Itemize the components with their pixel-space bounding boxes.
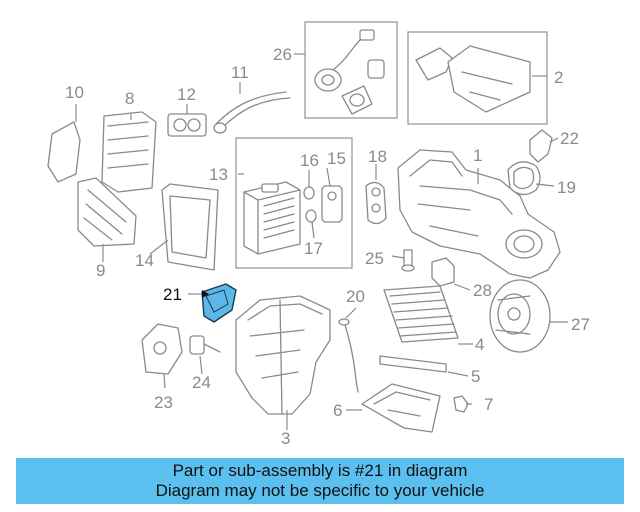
part-24-drawing [189, 335, 221, 355]
info-banner: Part or sub-assembly is #21 in diagram D… [16, 458, 624, 504]
callout-2: 2 [554, 68, 563, 87]
group-box-2 [407, 31, 548, 125]
banner-line-part-info: Part or sub-assembly is #21 in diagram [172, 461, 468, 480]
callout-10: 10 [65, 83, 84, 102]
part-23-drawing [141, 323, 183, 375]
callout-8: 8 [125, 89, 134, 108]
part-28-drawing [431, 257, 455, 287]
callout-7: 7 [484, 395, 493, 414]
callout-6: 6 [333, 401, 342, 420]
part-22-drawing [529, 129, 553, 163]
part-3-drawing [235, 295, 331, 415]
part-2-drawing [415, 45, 531, 113]
part-18-drawing [365, 181, 387, 225]
callout-22: 22 [560, 129, 579, 148]
callout-23: 23 [154, 393, 173, 412]
callout-27: 27 [571, 315, 590, 334]
callout-20: 20 [346, 287, 365, 306]
part-14-drawing [161, 183, 219, 271]
banner-line-disclaimer: Diagram may not be specific to your vehi… [155, 481, 485, 500]
callout-3: 3 [281, 429, 290, 448]
callout-17: 17 [304, 239, 323, 258]
part-20-drawing [343, 321, 359, 393]
callout-12: 12 [177, 85, 196, 104]
group-box-13 [235, 137, 353, 269]
part-12-drawing [167, 113, 207, 137]
group-box-26 [304, 21, 398, 119]
callout-16: 16 [300, 151, 319, 170]
callout-15: 15 [327, 149, 346, 168]
part-11-drawing [215, 91, 287, 125]
part-15-16-17-drawing [303, 185, 343, 223]
callout-24: 24 [192, 373, 211, 392]
callout-5: 5 [471, 367, 480, 386]
callout-21: 21 [163, 285, 182, 304]
callout-26: 26 [273, 45, 292, 64]
part-8-drawing [101, 111, 157, 193]
part-25-drawing [401, 249, 415, 272]
part-26-drawing [314, 29, 385, 115]
part-10-drawing [47, 121, 81, 183]
part-1-drawing [397, 149, 561, 279]
part-6-drawing [361, 383, 441, 433]
callout-14: 14 [135, 251, 154, 270]
callout-4: 4 [475, 335, 484, 354]
callout-28: 28 [473, 281, 492, 300]
part-9-drawing [77, 177, 137, 247]
part-5-drawing [379, 355, 447, 373]
part-21-highlighted [201, 283, 237, 323]
callout-19: 19 [557, 178, 576, 197]
callout-13: 13 [209, 165, 228, 184]
callout-1: 1 [473, 146, 482, 165]
part-27-drawing [489, 279, 551, 353]
callout-18: 18 [368, 147, 387, 166]
leader-lines [75, 53, 568, 430]
part-19-drawing [507, 161, 541, 196]
part-7-drawing [453, 395, 469, 413]
part-13-drawing [243, 181, 301, 255]
callout-11: 11 [231, 63, 249, 82]
part-4-drawing [383, 285, 459, 343]
callout-9: 9 [96, 261, 105, 280]
callout-25: 25 [365, 249, 384, 268]
